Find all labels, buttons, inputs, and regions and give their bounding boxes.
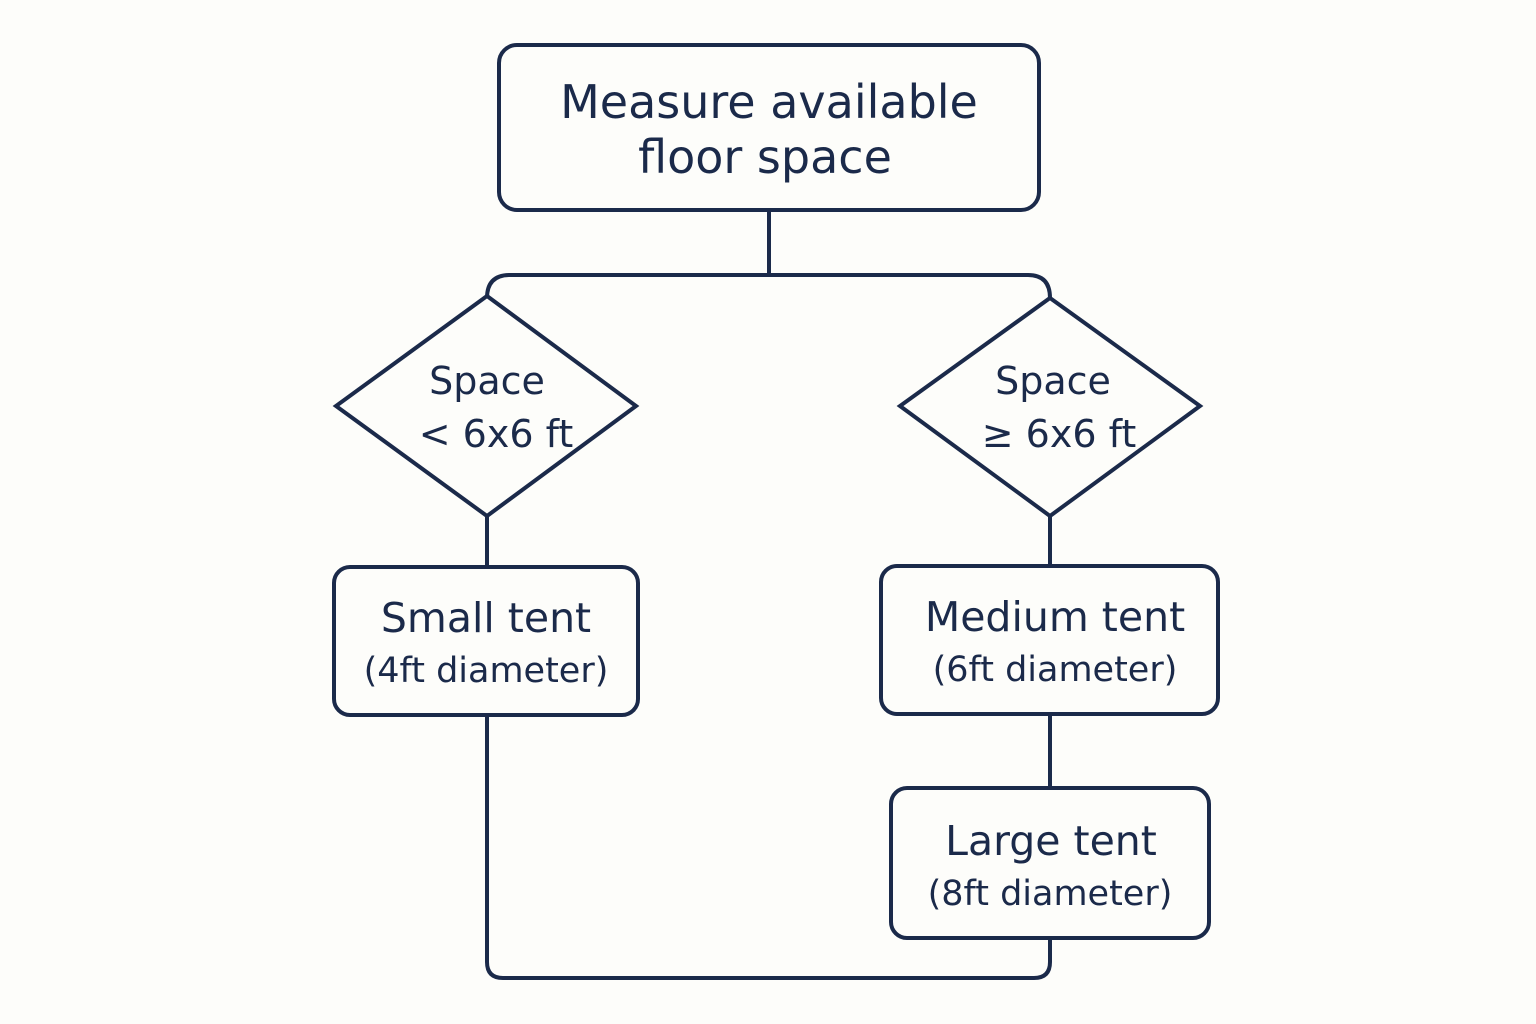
medium-tent-title: Medium tent [925, 593, 1185, 641]
start-node: Measure available floor space [497, 43, 1041, 212]
connector-branch-bar [485, 273, 1052, 300]
outcome-medium-tent: Medium tent (6ft diameter) [879, 564, 1220, 716]
large-tent-title: Large tent [945, 817, 1157, 865]
decision-right-line1: Space [995, 359, 1111, 403]
decision-right-line2: ≥ 6x6 ft [982, 412, 1136, 456]
decision-diamond-left [332, 293, 640, 519]
start-box [497, 43, 1041, 212]
start-label-line2: floor space [638, 130, 892, 184]
decision-small-space: Space < 6x6 ft [332, 293, 640, 519]
outcome-large-tent: Large tent (8ft diameter) [889, 786, 1211, 940]
small-tent-detail: (4ft diameter) [364, 651, 609, 691]
decision-left-line2: < 6x6 ft [419, 412, 573, 456]
large-tent-box [889, 786, 1211, 940]
decision-left-line1: Space [429, 359, 545, 403]
decision-large-space: Space ≥ 6x6 ft [896, 295, 1204, 519]
connector-loop-back [485, 714, 1052, 980]
large-tent-detail: (8ft diameter) [928, 874, 1173, 914]
start-label-line1: Measure available [560, 75, 978, 129]
medium-tent-detail: (6ft diameter) [933, 650, 1178, 690]
decision-diamond-right [896, 295, 1204, 519]
outcome-small-tent: Small tent (4ft diameter) [332, 565, 640, 717]
small-tent-title: Small tent [381, 594, 591, 642]
medium-tent-box [879, 564, 1220, 716]
connectors [485, 209, 1052, 980]
small-tent-box [332, 565, 640, 717]
